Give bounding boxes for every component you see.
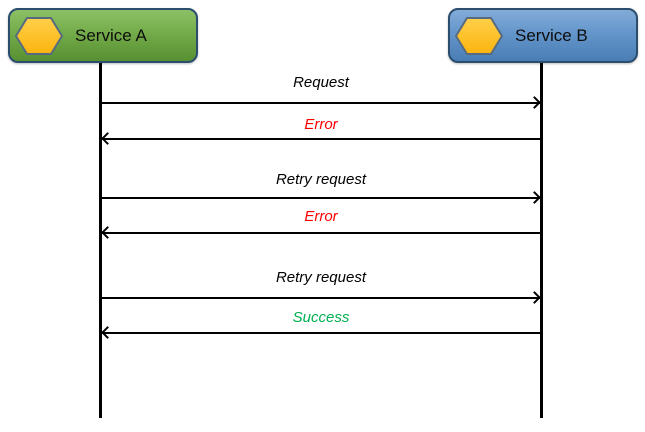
arrowhead-icon [528, 96, 541, 109]
actor-label-service-b: Service B [515, 25, 588, 45]
arrow-shaft [102, 102, 540, 104]
arrow-shaft [102, 138, 540, 140]
hexagon-icon [15, 16, 63, 56]
arrowhead-icon [101, 226, 114, 239]
arrow-shaft [102, 297, 540, 299]
lifeline-service-b [540, 63, 543, 418]
arrow-shaft [102, 332, 540, 334]
arrowhead-icon [101, 132, 114, 145]
arrowhead-icon [528, 291, 541, 304]
lifeline-service-a [99, 63, 102, 418]
actor-service-a: Service A [8, 8, 198, 63]
arrow-shaft [102, 232, 540, 234]
message-label: Error [304, 208, 338, 225]
message-label: Retry request [275, 171, 367, 188]
hexagon-icon [455, 16, 503, 56]
arrow-shaft [102, 197, 540, 199]
message-label: Retry request [275, 269, 367, 286]
message-label: Success [292, 309, 350, 326]
actor-service-b: Service B [448, 8, 638, 63]
message-label: Error [304, 116, 338, 133]
arrowhead-icon [528, 191, 541, 204]
message-label: Request [293, 74, 349, 91]
actor-label-service-a: Service A [75, 25, 147, 45]
arrowhead-icon [101, 326, 114, 339]
